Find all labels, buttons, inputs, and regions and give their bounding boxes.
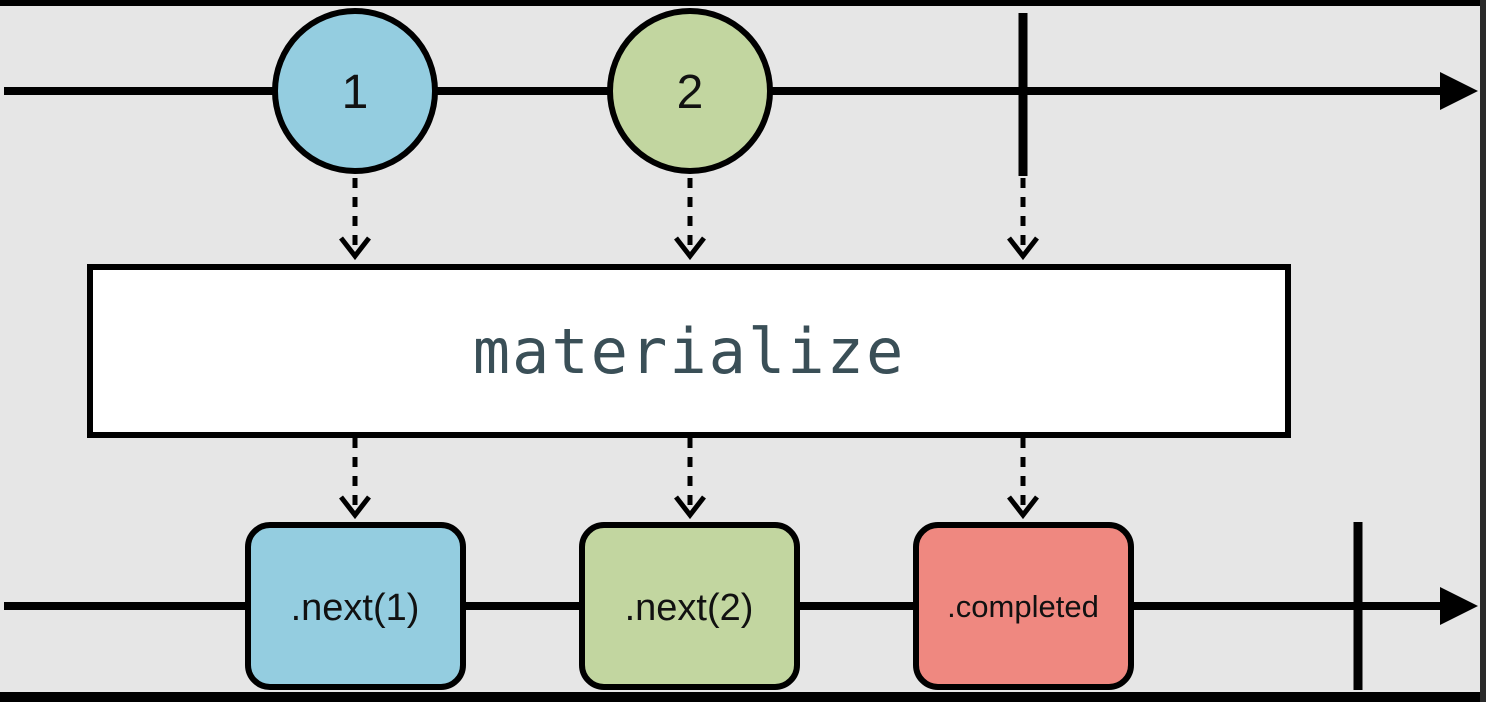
right-frame [1480,0,1486,702]
arrow-in-1 [339,178,371,261]
input-marble-2-circle [607,8,773,174]
operator-box-rect [87,264,1291,438]
output-stream: .next(1) .next(2) .completed [4,522,1478,690]
input-marble-1-label: 1 [342,66,369,119]
output-event-3: .completed [913,522,1134,690]
output-timeline-arrowhead [1440,587,1478,625]
bottom-frame [0,692,1486,702]
output-event-1-label: .next(1) [291,587,420,629]
input-stream: 1 2 [4,8,1478,176]
input-timeline-arrowhead [1440,72,1478,110]
operator-to-output-arrows [339,438,1039,520]
arrow-in-2 [674,178,706,261]
output-event-2: .next(2) [579,522,800,690]
top-frame [0,0,1486,6]
operator-label: materialize [473,315,906,388]
output-event-2-box [579,522,800,690]
arrow-out-1 [339,438,371,520]
output-event-2-label: .next(2) [625,587,754,629]
arrow-out-2 [674,438,706,520]
arrow-in-3 [1007,178,1039,261]
arrow-out-3 [1007,438,1039,520]
input-marble-2-label: 2 [677,66,704,119]
operator-box: materialize [87,264,1291,438]
input-marble-2: 2 [607,8,773,174]
output-event-1-box [245,522,466,690]
input-to-operator-arrows [339,178,1039,261]
output-event-1: .next(1) [245,522,466,690]
input-marble-1-circle [272,8,438,174]
input-marble-1: 1 [272,8,438,174]
output-event-3-box [913,522,1134,690]
output-event-3-label: .completed [947,589,1099,624]
